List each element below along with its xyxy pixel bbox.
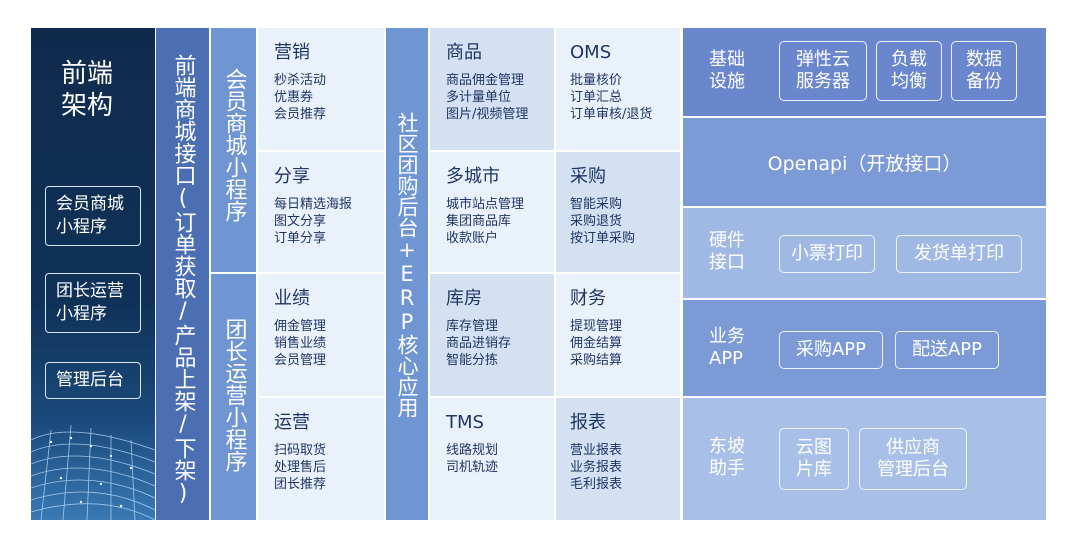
admin-backend-box: 管理后台 xyxy=(45,362,141,399)
dongpo-assistant-label: 东坡 助手 xyxy=(709,436,745,479)
load-balancer-box: 负载 均衡 xyxy=(876,41,942,101)
hardware-interface-label: 硬件 接口 xyxy=(709,230,745,273)
erp-cell-tms: TMS 线路规划 司机轨迹 xyxy=(430,398,554,520)
hardware-interface-block: 硬件 接口 小票打印 发货单打印 xyxy=(683,208,1046,298)
erp-cell-finance: 财务 提现管理 佣金结算 采购结算 xyxy=(556,274,680,396)
delivery-app-box: 配送APP xyxy=(895,331,999,369)
infrastructure-label: 基础 设施 xyxy=(709,49,745,92)
dongpo-assistant-block: 东坡 助手 云图 片库 供应商 管理后台 xyxy=(683,398,1046,520)
group-leader-miniprogram-box: 团长运营 小程序 xyxy=(45,273,141,333)
business-app-block: 业务 APP 采购APP 配送APP xyxy=(683,300,1046,396)
purchase-app-box: 采购APP xyxy=(779,331,883,369)
member-mall-miniprogram-label: 会员商城小程序 xyxy=(221,68,247,222)
erp-cell-multi-city: 多城市 城市站点管理 集团商品库 收款账户 xyxy=(430,152,554,272)
erp-core-label: 社区团购后台+ERP核心应用 xyxy=(395,112,419,418)
frontend-mall-api-label: 前端商城接口(订单获取/产品上架/下架) xyxy=(170,54,196,506)
openapi-block: Openapi（开放接口） xyxy=(683,118,1046,206)
erp-cell-purchase: 采购 智能采购 采购退货 按订单采购 xyxy=(556,152,680,272)
erp-cell-reports: 报表 营业报表 业务报表 毛利报表 xyxy=(556,398,680,520)
openapi-label: Openapi（开放接口） xyxy=(767,152,962,175)
infrastructure-block: 基础 设施 弹性云 服务器 负载 均衡 数据 备份 xyxy=(683,28,1046,116)
frontend-architecture-column: 前端 架构 会员商城 小程序 团长运营 小程序 管理后台 xyxy=(31,28,155,520)
erp-core-column: 社区团购后台+ERP核心应用 xyxy=(386,28,428,520)
frontend-architecture-title: 前端 架构 xyxy=(61,59,114,121)
delivery-note-print-box: 发货单打印 xyxy=(896,235,1022,273)
erp-cell-warehouse: 库房 库存管理 商品进销存 智能分拣 xyxy=(430,274,554,396)
member-mall-miniprogram-box: 会员商城 小程序 xyxy=(45,186,141,246)
elastic-cloud-server-box: 弹性云 服务器 xyxy=(779,41,867,101)
network-wave-graphic xyxy=(31,424,155,520)
cloud-image-library-box: 云图 片库 xyxy=(779,428,849,490)
member-mall-miniprogram-column: 会员商城小程序 xyxy=(211,28,256,272)
supplier-backend-box: 供应商 管理后台 xyxy=(859,428,967,490)
business-app-label: 业务 APP xyxy=(709,326,745,369)
member-cell-operation: 运营 扫码取货 处理售后 团长推荐 xyxy=(258,398,384,520)
group-leader-miniprogram-column: 团长运营小程序 xyxy=(211,274,256,520)
group-leader-miniprogram-label: 团长运营小程序 xyxy=(221,318,247,472)
member-cell-share: 分享 每日精选海报 图文分享 订单分享 xyxy=(258,152,384,272)
receipt-print-box: 小票打印 xyxy=(779,235,875,273)
frontend-mall-api-column: 前端商城接口(订单获取/产品上架/下架) xyxy=(156,28,209,520)
data-backup-box: 数据 备份 xyxy=(951,41,1017,101)
member-cell-marketing: 营销 秒杀活动 优惠券 会员推荐 xyxy=(258,28,384,150)
erp-cell-oms: OMS 批量核价 订单汇总 订单审核/退货 xyxy=(556,28,680,150)
member-cell-performance: 业绩 佣金管理 销售业绩 会员管理 xyxy=(258,274,384,396)
erp-cell-product: 商品 商品佣金管理 多计量单位 图片/视频管理 xyxy=(430,28,554,150)
